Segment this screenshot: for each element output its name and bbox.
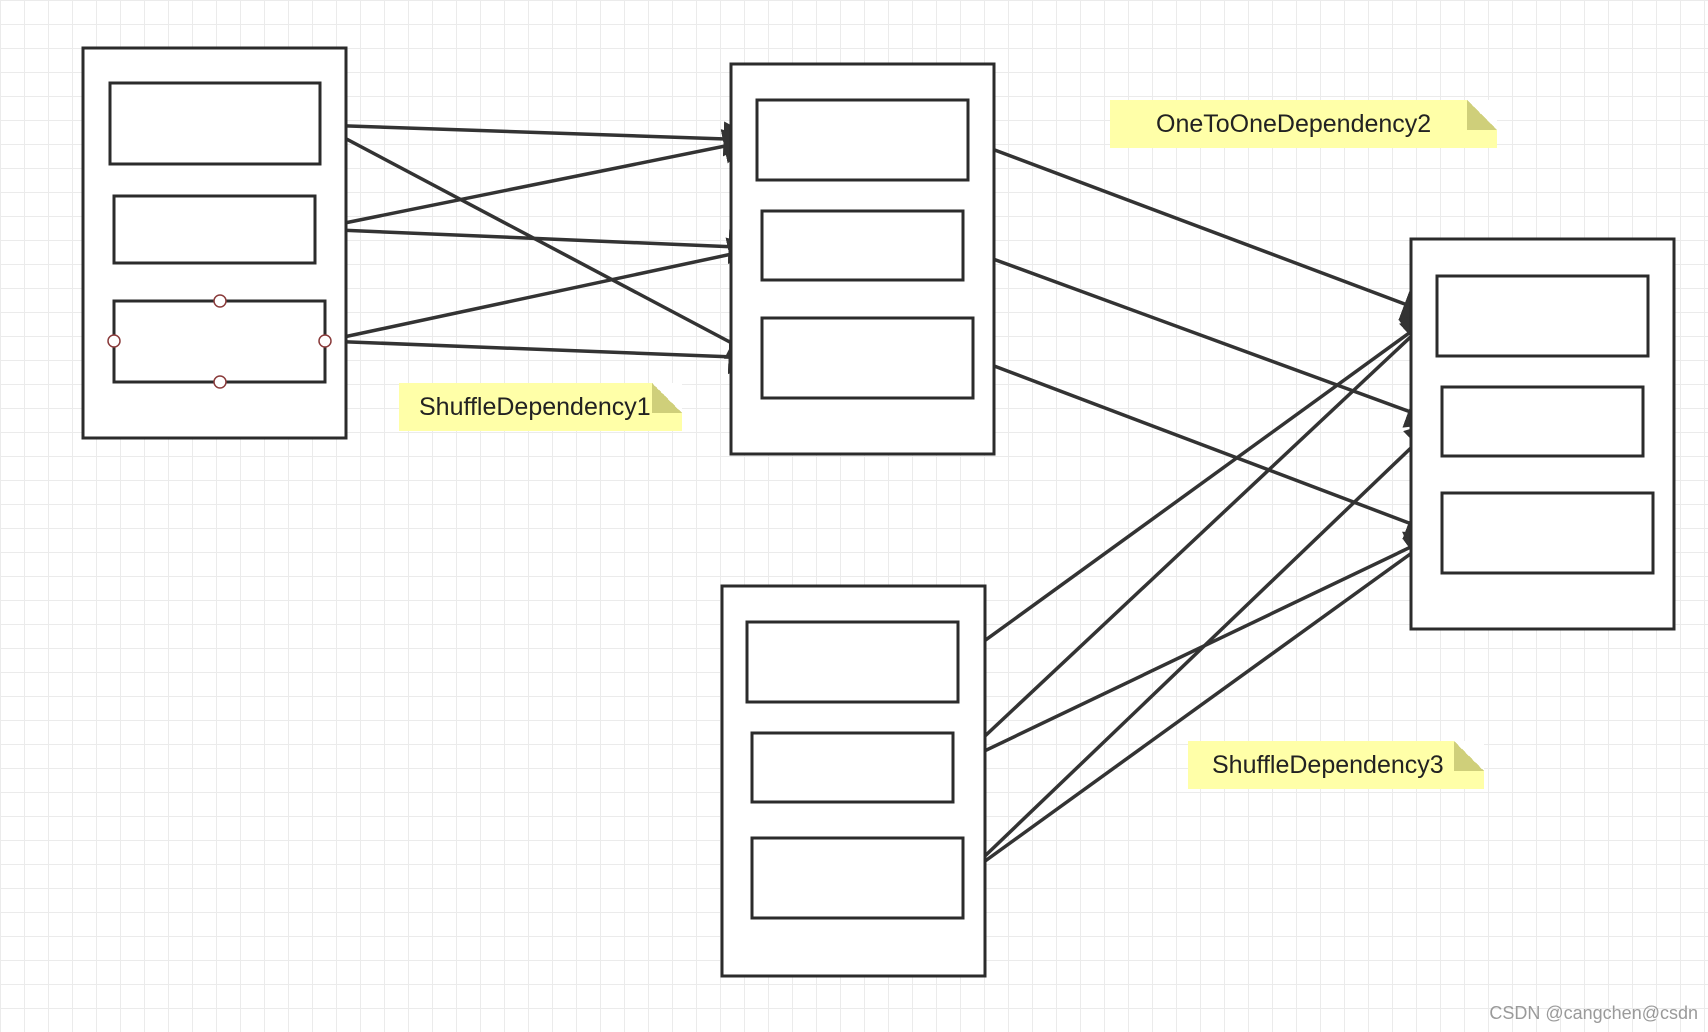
selection-handles[interactable]	[107, 294, 332, 389]
rdd-d[interactable]	[1409, 237, 1676, 631]
edge-a2-b2[interactable]	[314, 227, 764, 265]
edge-c2-d1[interactable]	[951, 312, 1437, 768]
edge-a1-b1[interactable]	[319, 121, 759, 157]
note-label: ShuffleDependency3	[1212, 751, 1444, 779]
rdd-d-partition-2[interactable]	[1440, 385, 1645, 458]
watermark: CSDN @cangchen@csdn	[1489, 1003, 1698, 1023]
rdd-c-partition-1[interactable]	[745, 620, 960, 704]
edge-b3-d3[interactable]	[972, 356, 1442, 540]
resize-handle-right[interactable]	[318, 334, 332, 348]
note-label: OneToOneDependency2	[1156, 110, 1432, 138]
edge-c3-d3[interactable]	[961, 531, 1441, 879]
note-shuffle-dependency-1[interactable]: ShuffleDependency1	[399, 383, 682, 431]
rdd-b-partition-1[interactable]	[755, 98, 970, 182]
note-fold-corner	[652, 383, 682, 413]
edge-b2-d2[interactable]	[962, 246, 1442, 428]
edge-a3-b3[interactable]	[324, 339, 764, 375]
resize-handle-top[interactable]	[213, 294, 227, 308]
rdd-b-partition-2[interactable]	[760, 209, 965, 282]
rdd-a-partition-3[interactable]	[112, 299, 327, 384]
rdd-b-partition-3[interactable]	[760, 316, 975, 400]
resize-handle-left[interactable]	[107, 334, 121, 348]
rdd-b[interactable]	[729, 62, 996, 456]
rdd-a-partition-1[interactable]	[108, 81, 322, 166]
resize-handle-bottom[interactable]	[213, 375, 227, 389]
edge-c2-d3[interactable]	[952, 531, 1442, 768]
edge-c3-d2[interactable]	[961, 419, 1441, 879]
note-label: ShuffleDependency1	[419, 393, 651, 421]
rdd-d-partition-1[interactable]	[1435, 274, 1650, 358]
note-one-to-one-dependency-2[interactable]: OneToOneDependency2	[1110, 100, 1497, 148]
rdd-c-partition-2[interactable]	[750, 731, 955, 804]
edge-b1-d1[interactable]	[967, 138, 1438, 321]
rdd-a[interactable]	[81, 46, 348, 440]
edge-a1-b3[interactable]	[319, 123, 764, 360]
rdd-d-partition-3[interactable]	[1440, 491, 1655, 575]
edges	[314, 121, 1442, 879]
note-fold-corner	[1467, 100, 1497, 130]
rdd-a-partition-2[interactable]	[112, 194, 317, 265]
note-shuffle-dependency-3[interactable]: ShuffleDependency3	[1188, 741, 1484, 789]
edge-c1-d1[interactable]	[956, 312, 1437, 662]
edge-a3-b2[interactable]	[324, 237, 764, 343]
rdd-c[interactable]	[720, 584, 987, 978]
edge-a2-b1[interactable]	[314, 129, 759, 231]
note-fold-corner	[1454, 741, 1484, 771]
rdd-c-partition-3[interactable]	[750, 836, 965, 920]
